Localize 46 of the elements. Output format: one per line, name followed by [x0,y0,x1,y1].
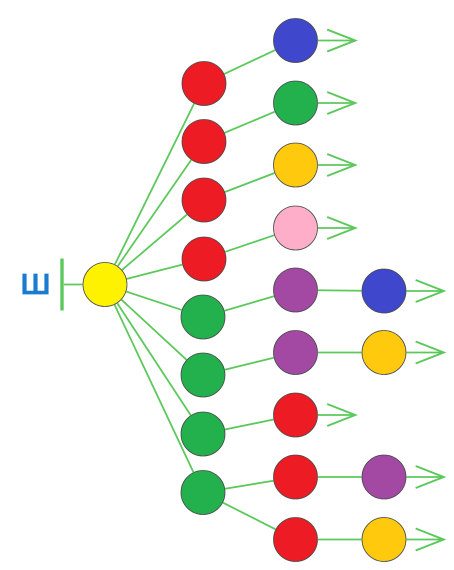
circle [273,392,318,438]
connector-line [224,418,274,430]
connector-line [224,110,276,134]
connector-line [318,352,362,354]
circle [180,352,226,398]
connector-line [224,356,274,371]
circle [182,61,226,106]
circle [82,262,128,307]
connector-line [120,299,188,360]
circle [362,517,406,562]
circle [273,18,318,63]
connector-line [224,480,274,490]
circle [180,412,226,456]
circle [273,80,318,126]
connector-line [117,159,192,267]
connector-line [318,289,362,292]
connector-line [224,172,275,193]
connector-line [224,295,274,312]
circle [180,470,226,515]
circle [273,454,318,500]
connector-line [318,476,362,478]
connector-line [114,304,194,473]
circle [182,178,226,222]
circle [362,330,406,375]
circle [273,206,318,250]
letter: Ш [22,274,49,294]
connector-line [224,49,276,75]
bar [60,258,64,310]
circle [362,268,406,314]
connector-line [126,264,183,280]
connector-line [114,103,195,265]
circle [182,236,226,282]
circle [182,119,226,164]
circle [180,294,226,340]
circle [362,454,406,500]
connector-line [121,214,188,271]
connector-line [222,502,276,530]
connector-line [224,234,275,253]
connector-line [126,290,182,311]
circle [273,142,318,188]
connector-line [318,538,362,540]
circle [273,268,318,312]
connector-line [64,284,83,286]
circle [273,517,318,562]
connector-line [116,302,192,416]
circle [273,330,318,375]
